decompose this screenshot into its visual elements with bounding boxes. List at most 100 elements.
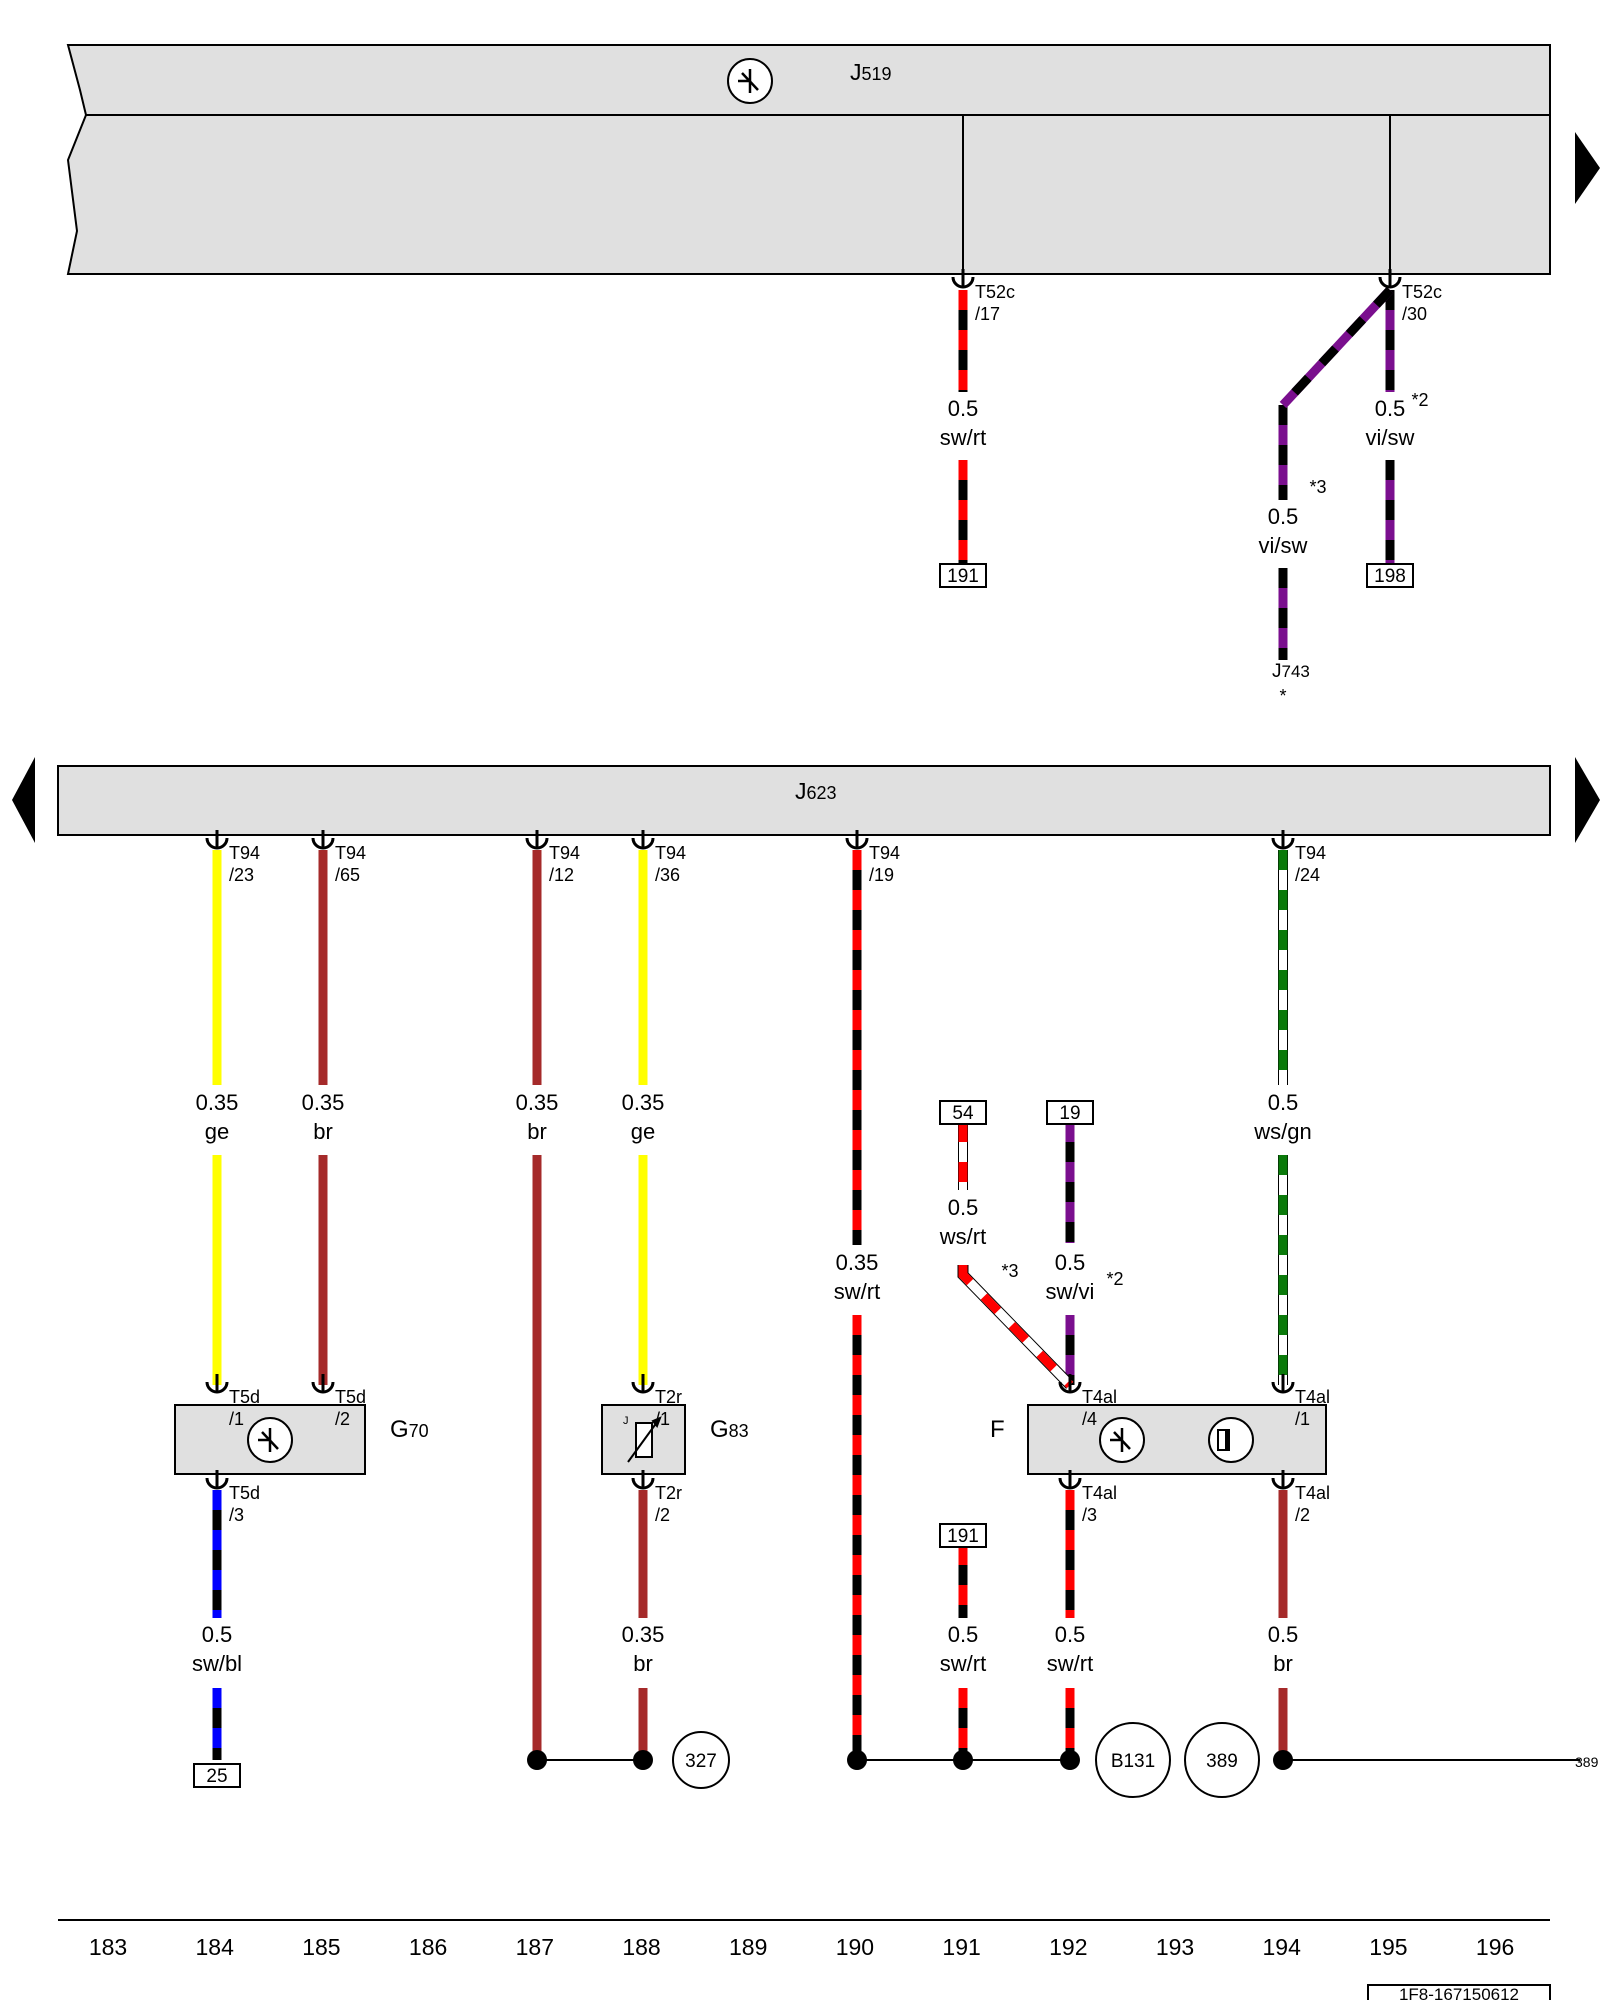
footnote: *2 [1411,390,1428,410]
g83-number: 83 [729,1421,749,1441]
column-number: 191 [942,1934,980,1960]
pin-number: /36 [655,865,680,885]
pin-connector: T4al [1295,1387,1330,1407]
wire-size: 0.5 [1268,1090,1299,1115]
ground-point-389: 389 [1184,1722,1260,1798]
pin-number: /1 [655,1409,670,1429]
pin-number: /24 [1295,865,1320,885]
component-f: F [990,1404,1327,1475]
column-number: 185 [302,1934,340,1960]
pin-connector: T94 [229,843,260,863]
pin-connector: T52c [975,282,1015,302]
pin-number: /30 [1402,304,1427,324]
component-g83: J G83 [601,1404,749,1475]
ground-point-b131: B131 [1095,1722,1171,1798]
pin-connector: T94 [335,843,366,863]
pin-number: /65 [335,865,360,885]
column-number: 183 [89,1934,127,1960]
footnote: *3 [1309,477,1326,497]
edge-ref: 389 [1575,1754,1599,1770]
wire-color: br [313,1119,333,1144]
column-number: 187 [516,1934,554,1960]
ref-box [1366,563,1414,588]
switch-glyph-icon [1110,1428,1131,1452]
pin-number: /2 [655,1505,670,1525]
wire-color: vi/sw [1259,533,1308,558]
footnotes: *2 *3 *3 *2 * [1001,390,1428,1289]
pin-number: /1 [229,1409,244,1429]
wire-size: 0.35 [622,1622,665,1647]
wire-size: 0.5 [948,396,979,421]
wire-size: 0.5 [948,1622,979,1647]
svg-text:J623: J623 [795,778,837,804]
f-label: F [990,1416,1005,1443]
svg-text:J519: J519 [850,59,892,85]
pin-connector: T4al [1082,1387,1117,1407]
column-number: 194 [1263,1934,1302,1960]
component-g70: G70 [174,1404,429,1475]
wire-color: ws/gn [1253,1119,1311,1144]
target-j743: J743 [1272,661,1310,682]
connector-pins: T52c/17T52c/30T94/23T94/65T94/12T94/36T9… [205,269,1442,1525]
pin-connector: T94 [655,843,686,863]
ref-box-label: 198 [1374,566,1406,587]
ntc-resistor-icon [627,1416,662,1463]
pin-number: /2 [1295,1505,1310,1525]
column-number: 192 [1049,1934,1087,1960]
ref-box [939,563,987,588]
footnote: *3 [1001,1261,1018,1281]
wire-color: sw/rt [1047,1651,1093,1676]
ref-box-label: 191 [947,1526,979,1547]
pin-connector: T5d [335,1387,366,1407]
ref-box [939,1523,987,1548]
pin-number: /4 [1082,1409,1097,1429]
column-number: 188 [622,1934,660,1960]
wire-stripe [958,1265,1074,1389]
pin-number: /12 [549,865,574,885]
column-number: 195 [1369,1934,1407,1960]
pin-connector: T5d [229,1483,260,1503]
arrow-right-icon [1575,757,1600,843]
pin-connector: T52c [1402,282,1442,302]
column-number: 189 [729,1934,767,1960]
wire-stripe [1279,286,1394,409]
doc-id: 1F8-167150612 [1367,1984,1551,2000]
column-number: 193 [1156,1934,1194,1960]
svg-text:G70: G70 [390,1416,429,1443]
pin-number: /23 [229,865,254,885]
ref-box-label: 19 [1059,1103,1080,1124]
g70-prefix: G [390,1416,409,1443]
wire-color: sw/rt [834,1279,880,1304]
wire-size: 0.5 [1055,1250,1086,1275]
wire-size: 0.5 [202,1622,233,1647]
j623-prefix: J [795,778,807,804]
wire-size: 0.5 [1268,504,1299,529]
wire-size: 0.5 [1375,396,1406,421]
wire-size: 0.5 [948,1195,979,1220]
pin-connector: T94 [1295,843,1326,863]
pin-connector: T2r [655,1483,682,1503]
wire-color: sw/bl [192,1651,242,1676]
wire-color: ge [631,1119,655,1144]
ecu-symbol-glyph-icon [738,69,759,93]
pin-number: /3 [1082,1505,1097,1525]
pin-number: /3 [229,1505,244,1525]
wire-size: 0.35 [836,1250,879,1275]
ref-box [193,1763,241,1788]
footnote: *2 [1106,1269,1123,1289]
g70-number: 70 [409,1421,429,1441]
pin-connector: T4al [1082,1483,1117,1503]
sensor-glyph-icon [258,1428,279,1452]
footnote: * [1279,686,1286,706]
wire-size: 0.35 [196,1090,239,1115]
j623-number: 623 [807,783,837,803]
wire-size: 0.35 [516,1090,559,1115]
wire-color: ws/rt [939,1224,986,1249]
control-unit-j519: J519 [66,44,1551,275]
column-number: 190 [836,1934,874,1960]
j519-number: 519 [862,64,892,84]
pin-connector: T2r [655,1387,682,1407]
